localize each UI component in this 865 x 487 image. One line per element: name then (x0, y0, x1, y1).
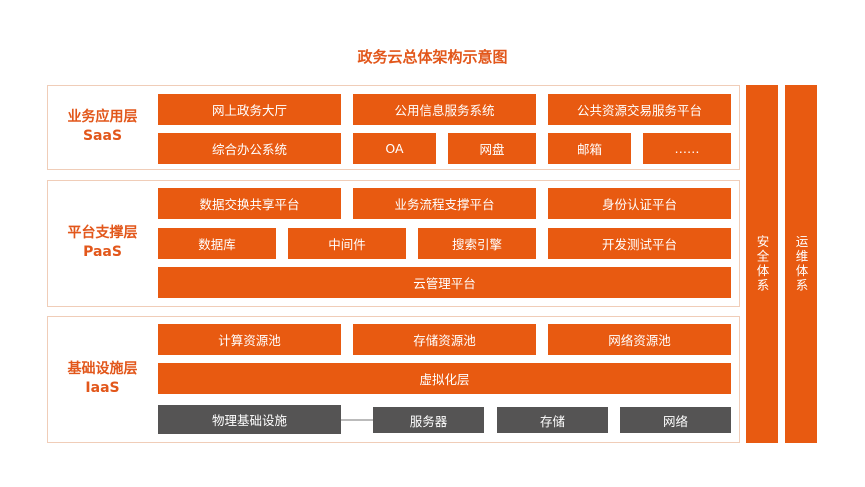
saas-box: 公用信息服务系统 (353, 94, 536, 125)
paas-name: 平台支撑层 (67, 225, 138, 241)
saas-box: 公共资源交易服务平台 (548, 94, 731, 125)
paas-box: 数据交换共享平台 (158, 188, 341, 219)
iaas-box: 计算资源池 (158, 324, 341, 355)
saas-label: 业务应用层 SaaS (47, 108, 158, 146)
paas-box: 开发测试平台 (548, 228, 731, 259)
physical-box: 服务器 (373, 407, 484, 433)
physical-box: 网络 (620, 407, 731, 433)
physical-box: 物理基础设施 (158, 405, 341, 434)
iaas-box: 存储资源池 (353, 324, 536, 355)
iaas-name: 基础设施层 (67, 361, 138, 377)
saas-box: 网盘 (448, 133, 536, 164)
diagram-title: 政务云总体架构示意图 (357, 48, 508, 66)
saas-en: SaaS (82, 128, 123, 144)
connector-line (341, 419, 373, 421)
paas-box: 搜索引擎 (418, 228, 536, 259)
security-system-bar: 安全体系 (746, 85, 778, 443)
virtualization-box: 虚拟化层 (158, 363, 731, 394)
cloud-management-box: 云管理平台 (158, 267, 731, 298)
operations-system-bar: 运维体系 (785, 85, 817, 443)
paas-box: 身份认证平台 (548, 188, 731, 219)
iaas-en: IaaS (85, 380, 120, 396)
saas-box: 网上政务大厅 (158, 94, 341, 125)
saas-box: 邮箱 (548, 133, 631, 164)
iaas-box: 网络资源池 (548, 324, 731, 355)
paas-box: 业务流程支撑平台 (353, 188, 536, 219)
paas-en: PaaS (83, 244, 122, 260)
paas-label: 平台支撑层 PaaS (47, 224, 158, 262)
saas-box: …… (643, 133, 731, 164)
saas-name: 业务应用层 (67, 109, 138, 125)
paas-box: 数据库 (158, 228, 276, 259)
paas-box: 中间件 (288, 228, 406, 259)
physical-box: 存储 (497, 407, 608, 433)
iaas-label: 基础设施层 IaaS (47, 360, 158, 398)
saas-box: 综合办公系统 (158, 133, 341, 164)
saas-box: OA (353, 133, 436, 164)
